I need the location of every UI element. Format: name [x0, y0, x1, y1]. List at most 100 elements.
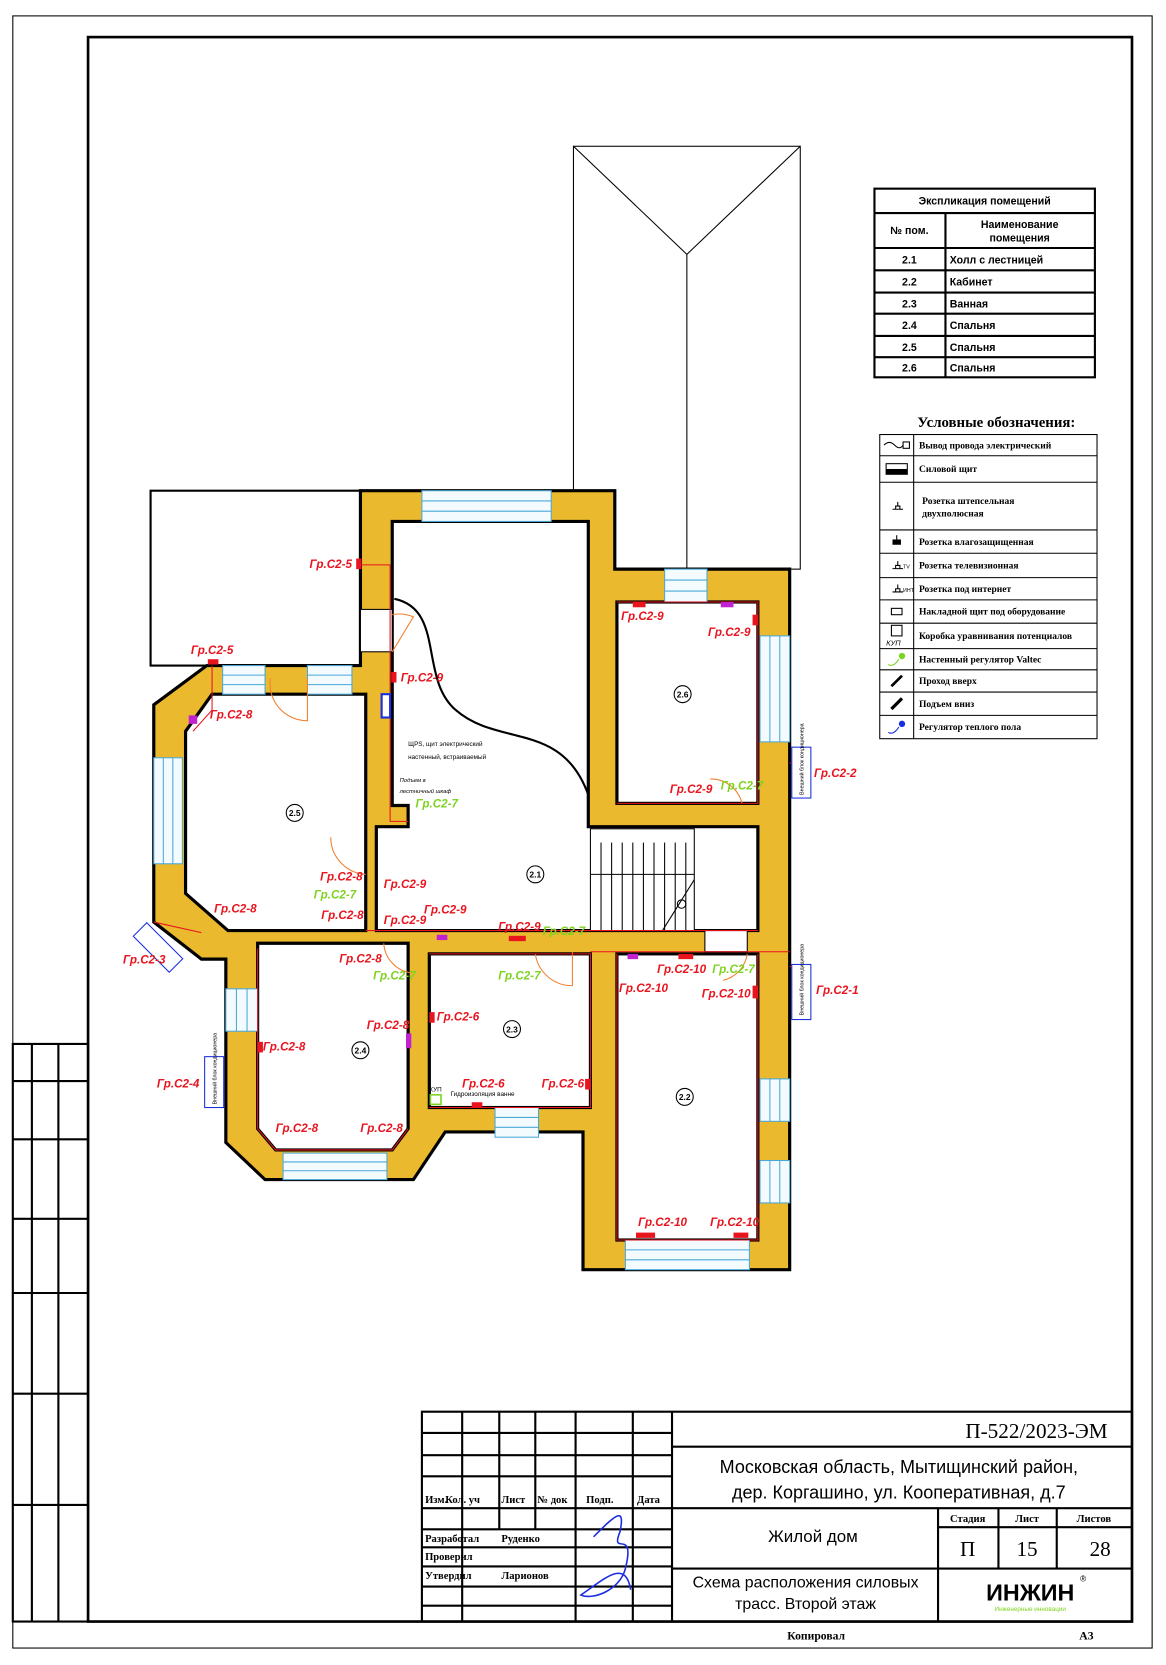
stage-label: Стадия [950, 1514, 986, 1525]
signature [579, 1514, 632, 1598]
sheet-label: Лист [1015, 1514, 1040, 1525]
circuit-label: Гр.С2-8 [276, 1122, 319, 1135]
legend-label: Проход вверх [919, 677, 977, 687]
document-code: П-522/2023-ЭМ [965, 1419, 1107, 1443]
legend-item: Настенный регулятор Valtec [879, 648, 1098, 666]
outdoor-unit-label: Внешний блок кондиционера [211, 1033, 218, 1104]
valtec-regulator-icon [887, 652, 906, 666]
legend-item: Розетка влагозащищенная [879, 529, 1098, 548]
circuit-label: Гр.С2-8 [360, 1122, 403, 1135]
circuit-label: Гр.С2-8 [263, 1040, 306, 1053]
window [759, 635, 791, 743]
valtec-label: Гр.С2-7 [314, 889, 357, 902]
header-list: Лист [501, 1495, 526, 1506]
outdoor-unit-label: Внешний блок кондиционера [798, 723, 805, 794]
circuit-label: Гр.С2-8 [214, 903, 257, 916]
circuit-label: Гр.С2-8 [321, 909, 364, 922]
copied-label: Копировал [787, 1630, 845, 1643]
legend-label: Вывод провода электрический [919, 440, 1052, 451]
circuit-label: Гр.С2-2 [814, 767, 857, 780]
room-2-6 [615, 600, 760, 805]
role-checked: Проверил [425, 1552, 473, 1563]
svg-text:2.4: 2.4 [355, 1045, 367, 1055]
hall-curved-partition [394, 597, 590, 796]
window [664, 568, 708, 603]
legend-item: Подъем вниз [879, 691, 1098, 711]
internet-socket-icon: ИНТ [892, 584, 915, 594]
room-name: Спальня [950, 342, 996, 354]
explication-table: Экспликация помещений № пом. Наименовани… [873, 187, 1096, 379]
window [306, 665, 353, 695]
valtec-label: Гр.С2-7 [416, 798, 459, 811]
room-2-5 [183, 692, 368, 933]
header-sign: Подп. [586, 1495, 614, 1506]
svg-text:2.3: 2.3 [506, 1024, 518, 1034]
registered-mark: ® [1080, 1573, 1087, 1583]
waterproof-socket-icon [892, 535, 901, 545]
doors [269, 613, 748, 987]
room-number: 2.4 [902, 320, 917, 332]
circuit-label: Гр.С2-1 [816, 984, 858, 997]
legend-item: Вывод провода электрический [883, 440, 1052, 451]
svg-text:2.6: 2.6 [677, 689, 689, 699]
legend-label: Розетка под интернет [919, 585, 1012, 595]
terrace-outline [149, 489, 362, 667]
window [624, 1239, 750, 1271]
circuit-label: Гр.С2-9 [670, 783, 713, 796]
room-2-3-number: 2.3 [502, 1020, 521, 1039]
circuit-label: Гр.С2-8 [210, 709, 253, 722]
svg-text:2.5: 2.5 [289, 808, 301, 818]
circuit-label: Гр.С2-8 [367, 1019, 410, 1032]
power-panel-shchrs[interactable] [380, 693, 392, 719]
circuit-labels-red: Гр.С2-5 Гр.С2-5 Гр.С2-8 Гр.С2-9 Гр.С2-8 … [123, 558, 859, 1229]
circuit-label: Гр.С2-10 [619, 982, 668, 995]
window [421, 490, 552, 522]
binding-strip [11, 1042, 90, 1623]
socket-icon [892, 501, 904, 510]
legend-label: Розетка влагозащищенная [919, 538, 1034, 548]
explication-title: Экспликация помещений [919, 196, 1051, 208]
sheet-title-2: трасс. Второй этаж [735, 1596, 876, 1613]
legend-item: Накладной щит под оборудование [879, 599, 1098, 618]
circuit-label: Гр.С2-10 [702, 987, 751, 1000]
circuit-label: Гр.С2-8 [339, 952, 382, 965]
company-logo: ИНЖИН [986, 1579, 1074, 1605]
circuit-label: Гр.С2-3 [123, 953, 166, 966]
room-number: 2.1 [902, 254, 917, 266]
windows [153, 490, 791, 1271]
room-name: Холл с лестницей [950, 254, 1043, 266]
outer-border [12, 15, 1153, 1649]
socket-marks [188, 558, 758, 1238]
legend-item: Проход вверх [879, 669, 1098, 688]
role-developed: Разработал [425, 1534, 479, 1545]
explication-row: 2.1 Холл с лестницей [902, 254, 1043, 266]
window [282, 1152, 388, 1181]
company-logo-subtitle: Инженерные инновации [995, 1606, 1067, 1613]
corridor-openings [359, 608, 393, 653]
legend-label: Настенный регулятор Valtec [919, 654, 1041, 665]
power-panel-icon [885, 463, 908, 475]
col-name-header: помещения [990, 233, 1050, 245]
circuit-label: Гр.С2-4 [157, 1077, 200, 1090]
legend-tag: ИНТ [903, 588, 915, 594]
circuit-labels-green: Гр.С2-7 Гр.С2-7 Гр.С2-7 Гр.С2-7 Гр.С2-7 … [314, 780, 764, 983]
equipment-panel-icon [890, 607, 903, 616]
window [222, 665, 266, 695]
circuit-label: Гр.С2-8 [320, 871, 363, 884]
circuit-label: Гр.С2-10 [657, 963, 706, 976]
valtec-label: Гр.С2-7 [373, 969, 416, 982]
role-approved: Утвердил [425, 1571, 472, 1582]
col-name-header: Наименование [981, 219, 1059, 231]
valtec-label: Гр.С2-7 [543, 925, 586, 938]
outdoor-unit-label: Внешний блок кондиционера [798, 944, 805, 1015]
legend-label: Регулятор теплого пола [919, 723, 1021, 733]
outdoor-units [132, 746, 812, 1109]
circuit-label: Гр.С2-10 [638, 1216, 687, 1229]
address-line-2: дер. Коргашино, ул. Кооперативная, д.7 [732, 1483, 1066, 1503]
valtec-label: Гр.С2-7 [721, 780, 764, 793]
legend-item: ИНТ Розетка под интернет [879, 577, 1098, 595]
valtec-label: Гр.С2-7 [712, 963, 755, 976]
name-developed: Руденко [501, 1534, 539, 1545]
